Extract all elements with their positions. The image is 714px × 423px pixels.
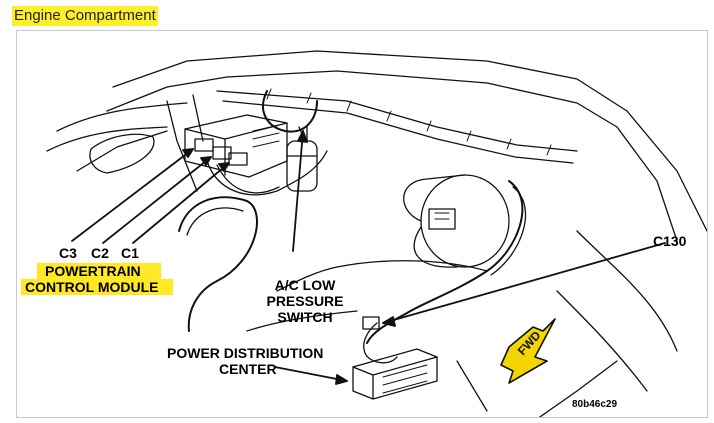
pdc-label-line2: CENTER (219, 361, 277, 377)
ac-switch-label-line2: PRESSURE (266, 293, 344, 309)
diagram-frame: FWD C3 C2 C1 POWERTRAIN CONTROL MODULE A… (16, 30, 708, 418)
engine-compartment-drawing: FWD (46, 50, 707, 417)
figure-code: 80b46c29 (572, 399, 618, 410)
fwd-arrow (500, 318, 556, 384)
pcm-highlight-2 (21, 279, 173, 295)
pcm-highlight-1 (37, 263, 161, 279)
ac-switch-label-line3: SWITCH (277, 309, 333, 325)
ac-switch-label-line1: A/C LOW (274, 277, 336, 293)
connector-c130-label: C130 (653, 233, 687, 249)
pcm-label-line2: CONTROL MODULE (25, 279, 159, 295)
section-title-text: Engine Compartment (14, 7, 156, 24)
connector-c2-label: C2 (91, 245, 109, 261)
connector-c3-label: C3 (59, 245, 77, 261)
connector-c1-label: C1 (121, 245, 139, 261)
pcm-label-line1: POWERTRAIN (45, 263, 141, 279)
section-title: Engine Compartment (12, 6, 158, 26)
pdc-label-line1: POWER DISTRIBUTION (167, 345, 324, 361)
